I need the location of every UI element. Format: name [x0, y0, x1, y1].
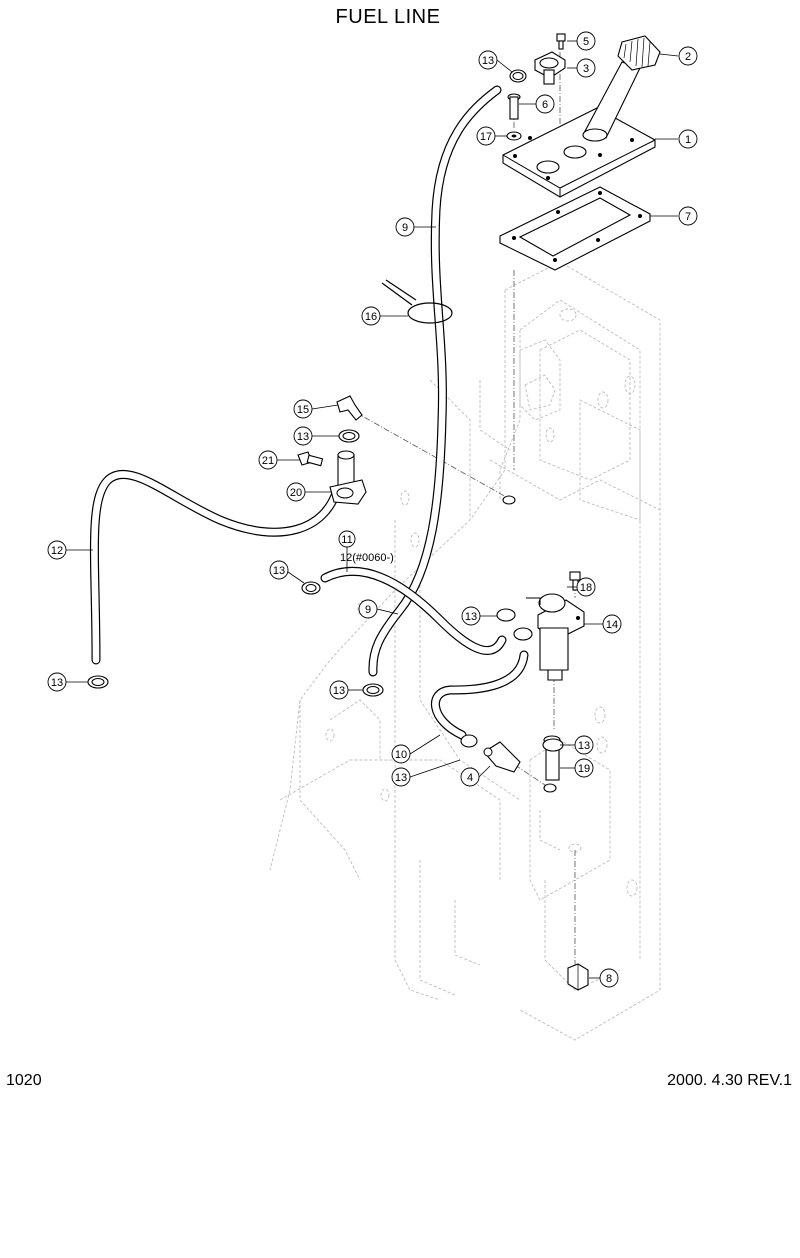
- callout-13a: 13: [478, 50, 498, 70]
- small-plug-right: [502, 495, 516, 505]
- callout-13c: 13: [269, 560, 289, 580]
- svg-text:3: 3: [583, 63, 589, 75]
- svg-text:15: 15: [297, 404, 309, 416]
- svg-text:1: 1: [685, 134, 691, 146]
- clamp-13-c: [301, 581, 321, 595]
- svg-text:17: 17: [480, 131, 492, 143]
- callout-8: 8: [599, 968, 619, 988]
- cable-tie: [381, 279, 453, 324]
- svg-text:13: 13: [578, 740, 590, 752]
- callout-13f: 13: [329, 680, 349, 700]
- svg-text:13: 13: [51, 677, 63, 689]
- drain-valve-4: [483, 741, 521, 773]
- bolt-21: [297, 451, 324, 467]
- plug-8: [567, 963, 589, 991]
- callout-2: 2: [678, 46, 698, 66]
- svg-text:8: 8: [606, 973, 612, 985]
- svg-text:16: 16: [365, 311, 377, 323]
- assembly-axis-lines: [354, 52, 576, 965]
- callout-11: 11: [341, 534, 352, 546]
- small-plug-bottom: [543, 783, 557, 793]
- page-number: 1020: [6, 1072, 42, 1089]
- fuel-filter: [526, 593, 585, 681]
- svg-text:4: 4: [467, 772, 473, 784]
- callout-15: 15: [293, 399, 313, 419]
- gasket: [499, 186, 651, 271]
- callout-20: 20: [286, 482, 306, 502]
- svg-text:12: 12: [51, 545, 63, 557]
- svg-text:13: 13: [395, 772, 407, 784]
- svg-text:13: 13: [465, 611, 477, 623]
- callout-13d: 13: [461, 606, 481, 626]
- callout-13g: 13: [391, 767, 411, 787]
- elbow-fitting: [336, 395, 363, 421]
- hose-12: [89, 469, 342, 665]
- svg-text:21: 21: [262, 455, 274, 467]
- callout-3: 3: [576, 58, 596, 78]
- callout-1: 1: [678, 129, 698, 149]
- callout-7: 7: [678, 206, 698, 226]
- callout-12: 12: [47, 540, 67, 560]
- svg-text:9: 9: [365, 604, 371, 616]
- svg-text:10: 10: [395, 749, 407, 761]
- svg-text:14: 14: [606, 619, 618, 631]
- svg-text:9: 9: [402, 222, 408, 234]
- callout-21: 21: [258, 450, 278, 470]
- callout-11-bubble: 11: [338, 530, 356, 548]
- callout-13h: 13: [574, 735, 594, 755]
- callout-5: 5: [576, 31, 596, 51]
- hose-9-long: [368, 85, 502, 677]
- callout-13b: 13: [293, 426, 313, 446]
- filler-cap: [617, 35, 661, 71]
- svg-text:6: 6: [542, 99, 548, 111]
- callout-14: 14: [602, 614, 622, 634]
- revision-date: 2000. 4.30 REV.1: [667, 1072, 792, 1089]
- hose-10: [431, 650, 529, 740]
- callout-9b: 9: [358, 599, 378, 619]
- svg-text:2: 2: [685, 51, 691, 63]
- clamp-13-left: [87, 675, 109, 689]
- bolt-6: [507, 93, 521, 120]
- clamp-13-f: [460, 734, 478, 748]
- svg-text:13: 13: [297, 431, 309, 443]
- callout-6: 6: [535, 94, 555, 114]
- svg-text:20: 20: [290, 487, 302, 499]
- svg-text:19: 19: [578, 763, 590, 775]
- page-title: FUEL LINE: [0, 6, 800, 29]
- svg-text:13: 13: [273, 565, 285, 577]
- fuel-gauge-sender: [534, 51, 566, 85]
- callout-18: 18: [576, 577, 596, 597]
- svg-text:7: 7: [685, 211, 691, 223]
- clamp-13-e: [496, 608, 533, 641]
- page-title-text: FUEL LINE: [335, 6, 441, 28]
- tank-cover-plate: [502, 107, 656, 198]
- clamp-13-d: [362, 683, 384, 697]
- screw-5: [556, 33, 566, 50]
- callout-9a: 9: [395, 217, 415, 237]
- bracket-20: [329, 479, 367, 505]
- leader-lines: [66, 40, 679, 979]
- svg-text:18: 18: [580, 582, 592, 594]
- callout-4: 4: [460, 767, 480, 787]
- frame-outline: [269, 261, 661, 1041]
- callout-16: 16: [361, 306, 381, 326]
- washer-17: [506, 131, 522, 141]
- callout-12-note: 12(#0060-): [340, 552, 394, 564]
- clamp-13-top: [509, 69, 527, 83]
- callout-17: 17: [476, 126, 496, 146]
- callout-13e: 13: [47, 672, 67, 692]
- svg-text:13: 13: [333, 685, 345, 697]
- callout-19: 19: [574, 758, 594, 778]
- svg-text:5: 5: [583, 36, 589, 48]
- clamp-13-mid: [338, 429, 360, 443]
- hose-11: [320, 566, 507, 655]
- svg-text:13: 13: [482, 55, 494, 67]
- callout-10: 10: [391, 744, 411, 764]
